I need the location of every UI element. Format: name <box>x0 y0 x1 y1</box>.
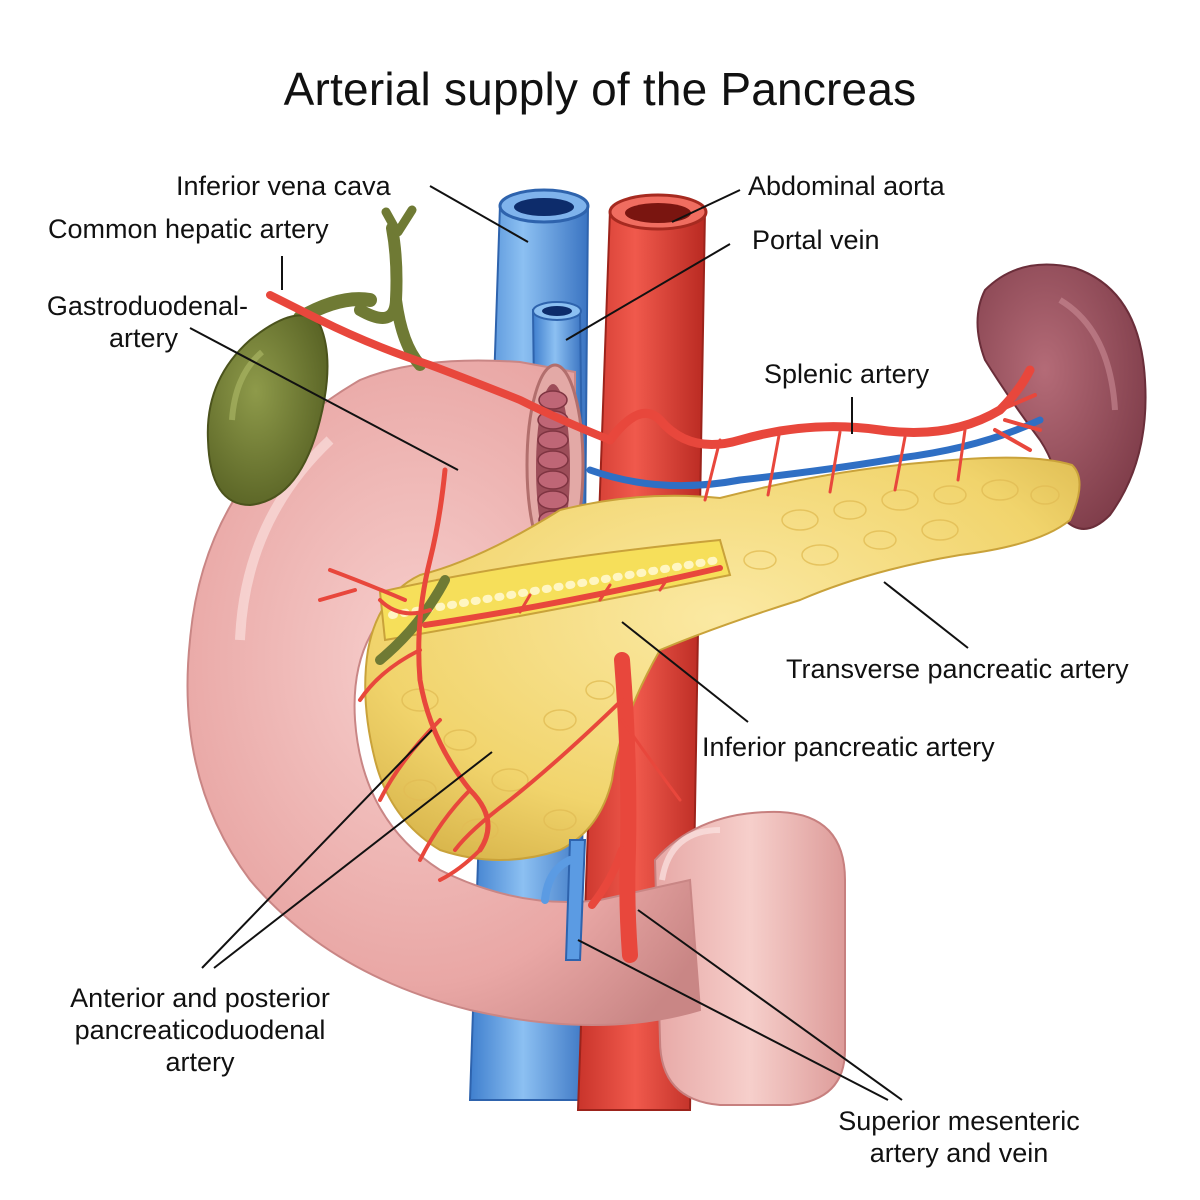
superior-mesenteric-vessels <box>541 652 638 963</box>
ivc-leader <box>429 185 529 243</box>
leader-lines <box>189 185 969 1101</box>
transverse-pancreatic-leader <box>883 581 969 649</box>
label-gastroduodenal-line1: Gastroduodenal- <box>46 291 248 321</box>
label-gastroduodenal-artery: Gastroduodenal- artery <box>0 290 248 354</box>
label-common-hepatic-artery: Common hepatic artery <box>48 214 329 244</box>
anterior-pd-leader <box>201 729 433 969</box>
label-portal-vein: Portal vein <box>752 225 880 255</box>
label-gastroduodenal-line2: artery <box>108 323 178 353</box>
smv-leader <box>577 939 889 1101</box>
label-pancreaticoduodenal-artery: Anterior and posterior pancreaticoduoden… <box>30 982 370 1078</box>
gastroduodenal-leader <box>189 327 459 471</box>
portal-vein-leader <box>565 243 731 341</box>
label-splenic-artery: Splenic artery <box>764 359 930 389</box>
label-transverse-pancreatic-artery: Transverse pancreatic artery <box>786 654 1129 684</box>
pancreas <box>364 456 1081 861</box>
aorta-leader <box>671 189 741 223</box>
label-superior-mesenteric-line2: artery and vein <box>869 1138 1049 1168</box>
label-abdominal-aorta: Abdominal aorta <box>748 171 945 201</box>
jejunum <box>653 810 846 1106</box>
label-inferior-pancreatic-artery: Inferior pancreatic artery <box>702 732 995 762</box>
label-superior-mesenteric-line1: Superior mesenteric <box>838 1106 1080 1136</box>
label-pancreaticoduodenal-line1: Anterior and posterior <box>70 983 330 1013</box>
arteries <box>266 291 1042 882</box>
sma-leader <box>637 909 903 1101</box>
label-inferior-vena-cava: Inferior vena cava <box>176 171 391 201</box>
splenic-vein <box>586 416 1044 490</box>
posterior-pd-leader <box>213 751 493 969</box>
inferior-pancreatic-leader <box>621 621 749 723</box>
label-pancreaticoduodenal-line2: pancreaticoduodenal <box>74 1015 326 1045</box>
page-title: Arterial supply of the Pancreas <box>283 63 917 115</box>
label-pancreaticoduodenal-line3: artery <box>165 1047 235 1077</box>
spleen <box>976 263 1147 530</box>
label-superior-mesenteric: Superior mesenteric artery and vein <box>800 1105 1118 1169</box>
